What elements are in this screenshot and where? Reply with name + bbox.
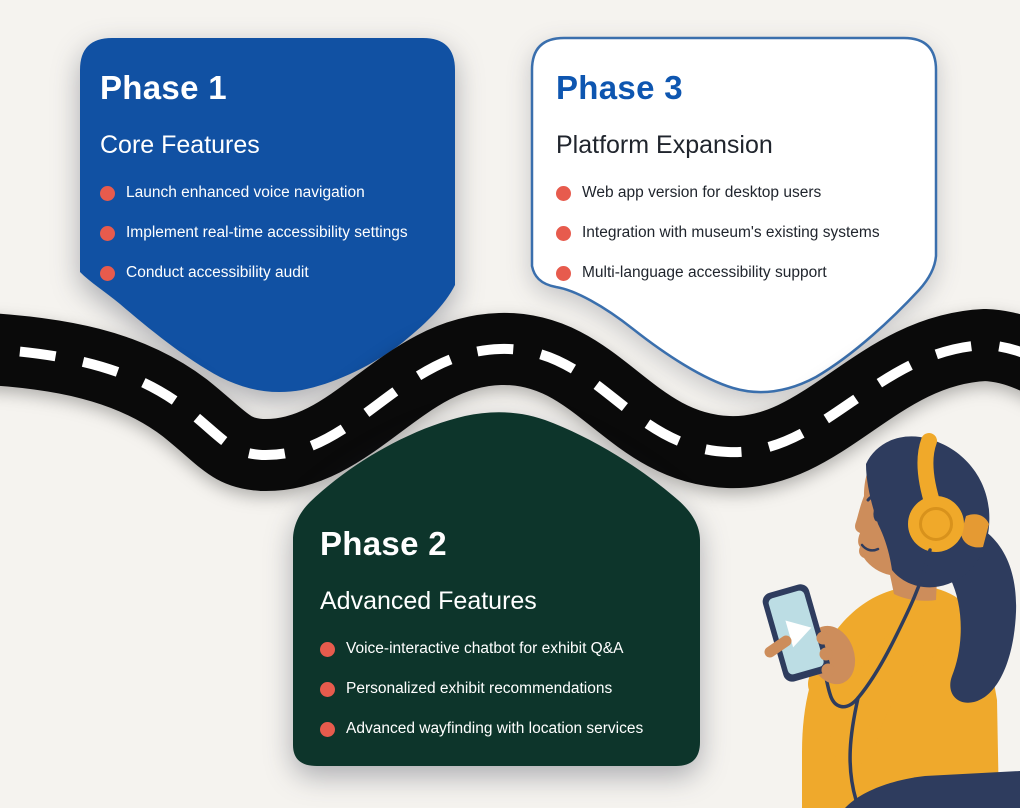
- skirt: [845, 771, 1020, 808]
- bullet-dot-icon: [100, 185, 115, 201]
- finger: [821, 663, 835, 677]
- headphone-cord: [848, 548, 932, 802]
- eyebrow: [866, 492, 889, 502]
- list-item: Multi-language accessibility support: [556, 262, 880, 284]
- bullet-dot-icon: [320, 721, 335, 737]
- road: [0, 308, 1020, 491]
- phase2-subtitle: Advanced Features: [320, 587, 537, 615]
- phase3-title: Phase 3: [556, 69, 683, 106]
- list-item-label: Web app version for desktop users: [582, 184, 822, 201]
- list-item-label: Implement real-time accessibility settin…: [126, 224, 408, 241]
- headphone-cup-icon: [908, 496, 964, 552]
- phase1-panel: Phase 1 Core Features Launch enhanced vo…: [100, 68, 408, 302]
- phase2-card-shape: [293, 412, 700, 766]
- list-item-label: Conduct accessibility audit: [126, 264, 309, 281]
- phase3-panel: Phase 3 Platform Expansion Web app versi…: [556, 68, 880, 302]
- phase3-card-shape: [530, 36, 938, 394]
- bullet-dot-icon: [556, 225, 571, 241]
- phase2-title: Phase 2: [320, 525, 447, 562]
- list-item: Personalized exhibit recommendations: [320, 678, 643, 700]
- list-item-label: Voice-interactive chatbot for exhibit Q&…: [346, 640, 624, 657]
- bullet-dot-icon: [100, 265, 115, 281]
- finger: [819, 647, 833, 661]
- thumb: [764, 635, 792, 658]
- phase2-list: Voice-interactive chatbot for exhibit Q&…: [320, 638, 643, 740]
- list-item: Implement real-time accessibility settin…: [100, 222, 408, 244]
- bullet-dot-icon: [320, 641, 335, 657]
- smile: [860, 543, 880, 552]
- phone: [762, 584, 830, 682]
- list-item-label: Integration with museum's existing syste…: [582, 224, 880, 241]
- bullet-dot-icon: [556, 265, 571, 281]
- list-item-label: Personalized exhibit recommendations: [346, 680, 613, 697]
- play-icon: [785, 620, 812, 648]
- forearm-sleeve: [808, 664, 873, 762]
- list-item-label: Launch enhanced voice navigation: [126, 184, 365, 201]
- finger: [816, 631, 830, 645]
- headphone-cup-ring: [919, 507, 953, 541]
- phase1-list: Launch enhanced voice navigation Impleme…: [100, 182, 408, 284]
- listener-illustration: [762, 433, 1020, 808]
- phase3-list: Web app version for desktop users Integr…: [556, 182, 880, 284]
- bullet-dot-icon: [320, 681, 335, 697]
- phase2-panel: Phase 2 Advanced Features Voice-interact…: [320, 524, 643, 758]
- hair-tie: [961, 514, 989, 548]
- eye: [873, 506, 881, 522]
- phase1-title: Phase 1: [100, 69, 227, 106]
- road-center-line: [0, 339, 1020, 461]
- list-item-label: Multi-language accessibility support: [582, 264, 827, 281]
- phase1-subtitle: Core Features: [100, 131, 260, 159]
- bullet-dot-icon: [556, 185, 571, 201]
- list-item: Integration with museum's existing syste…: [556, 222, 880, 244]
- list-item: Launch enhanced voice navigation: [100, 182, 408, 204]
- list-item: Conduct accessibility audit: [100, 262, 408, 284]
- list-item: Voice-interactive chatbot for exhibit Q&…: [320, 638, 643, 660]
- list-item: Web app version for desktop users: [556, 182, 880, 204]
- list-item-label: Advanced wayfinding with location servic…: [346, 720, 644, 737]
- phase1-card-shape: [80, 38, 455, 393]
- phase3-subtitle: Platform Expansion: [556, 131, 773, 159]
- list-item: Advanced wayfinding with location servic…: [320, 718, 643, 740]
- bullet-dot-icon: [100, 225, 115, 241]
